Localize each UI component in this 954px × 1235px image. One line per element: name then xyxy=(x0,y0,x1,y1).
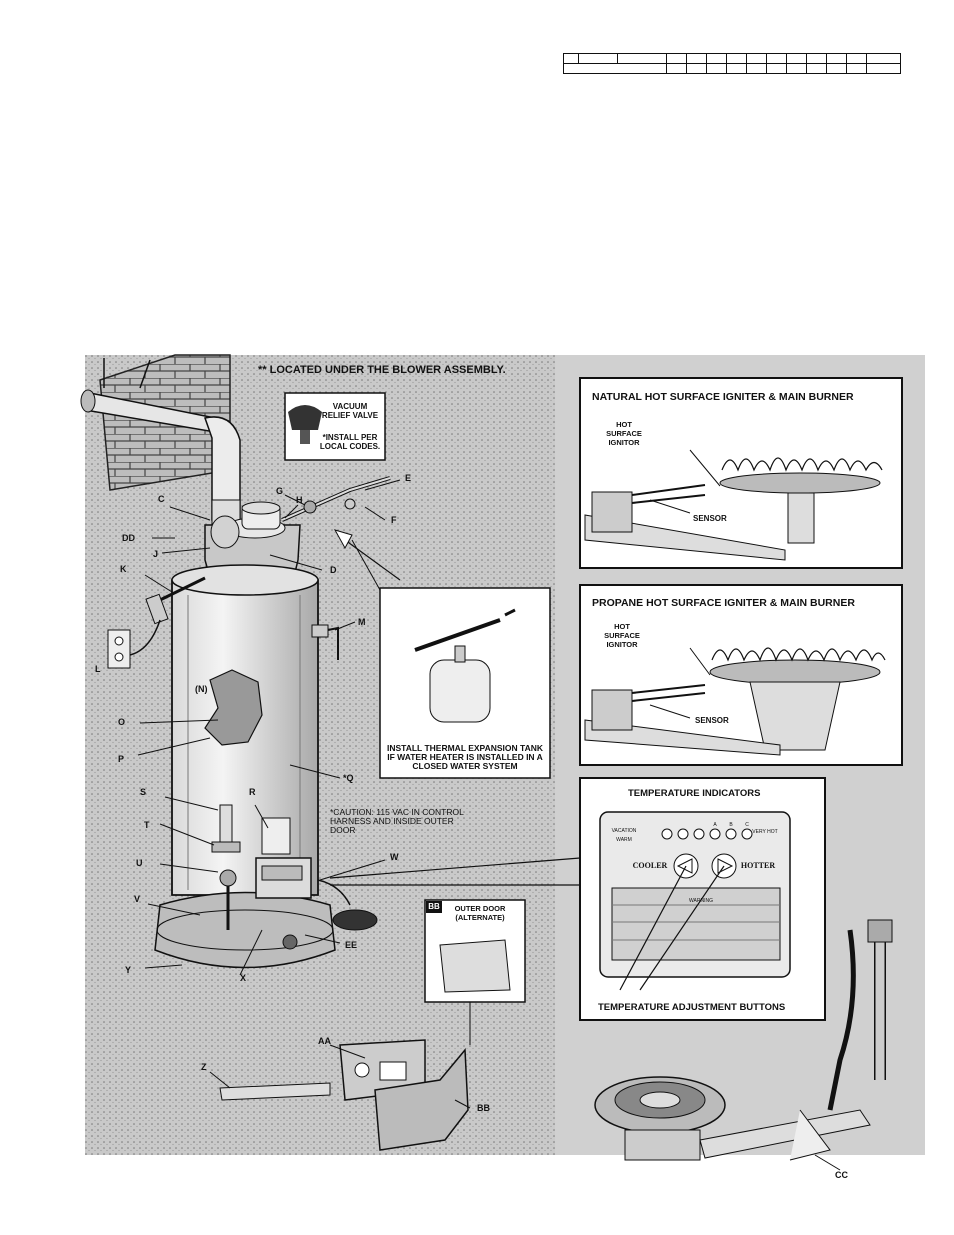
vacuum-relief-label: VACUUM RELIEF VALVE xyxy=(321,402,379,420)
callout-bb: BB xyxy=(477,1103,490,1113)
callout-e: E xyxy=(405,473,412,483)
gas-control-assembly xyxy=(211,804,378,950)
temp-adjust-title: TEMPERATURE ADJUSTMENT BUTTONS xyxy=(598,1002,786,1013)
callout-o: O xyxy=(118,717,126,727)
indicator-c-label: C xyxy=(745,822,749,828)
blower-note: ** LOCATED UNDER THE BLOWER ASSEMBLY. xyxy=(258,364,506,376)
electrical-outlet xyxy=(107,619,161,669)
expansion-tank-inset xyxy=(333,529,551,779)
callout-z: Z xyxy=(201,1062,207,1072)
control-panel-box xyxy=(329,777,826,1021)
relief-valve-piping xyxy=(145,476,391,625)
callout-dd: DD xyxy=(122,533,135,543)
callout-f: F xyxy=(391,515,397,525)
callout-x: X xyxy=(240,973,247,983)
callout-r: R xyxy=(249,787,256,797)
header-table xyxy=(563,53,901,74)
warm-label: WARM xyxy=(616,837,632,843)
hotter-button-label: HOTTER xyxy=(740,861,776,870)
outer-door-parts xyxy=(219,1039,469,1151)
burner-assembly xyxy=(594,919,893,1161)
indicator-a-label: A xyxy=(713,822,717,828)
callout-u: U xyxy=(136,858,143,868)
indicator-b-label: B xyxy=(729,822,733,828)
callout-p: P xyxy=(118,754,125,764)
natural-ignitor-label: HOT SURFACE IGNITOR xyxy=(606,420,642,447)
callout-cc: CC xyxy=(835,1170,848,1180)
callout-aa: AA xyxy=(318,1036,331,1046)
water-heater-tank xyxy=(154,564,336,969)
temp-indicators-title: TEMPERATURE INDICATORS xyxy=(628,788,761,799)
callout-h: H xyxy=(296,495,303,505)
callout-leaders xyxy=(137,449,841,1171)
expansion-tank-note: INSTALL THERMAL EXPANSION TANK IF WATER … xyxy=(387,743,543,771)
outer-door-title: OUTER DOOR (ALTERNATE) xyxy=(454,904,506,922)
callout-l: L xyxy=(95,664,101,674)
callout-v: V xyxy=(134,894,141,904)
vacation-label: VACATION xyxy=(611,828,637,834)
callout-s: S xyxy=(140,787,147,797)
callout-j: J xyxy=(153,549,159,559)
tp-valve xyxy=(311,624,339,660)
propane-sensor-label: SENSOR xyxy=(695,716,729,725)
insulation-cutaway xyxy=(204,669,263,746)
callout-t: T xyxy=(144,820,150,830)
natural-sensor-label: SENSOR xyxy=(693,514,727,523)
caution-note: *CAUTION: 115 VAC IN CONTROL HARNESS AND… xyxy=(330,807,464,835)
callout-k: K xyxy=(120,564,127,574)
vacuum-install-label: *INSTALL PER LOCAL CODES. xyxy=(319,433,381,451)
outer-door-tag: BB xyxy=(428,902,440,911)
natural-burner-panel xyxy=(579,377,903,569)
callout-d: D xyxy=(330,565,337,575)
callout-n: (N) xyxy=(195,684,208,694)
vacuum-relief-inset xyxy=(284,392,386,461)
warning-label: WARNING xyxy=(689,898,713,904)
propane-panel-title: PROPANE HOT SURFACE IGNITER & MAIN BURNE… xyxy=(592,597,855,609)
callout-y: Y xyxy=(125,965,132,975)
callout-ee: EE xyxy=(345,940,358,950)
callout-m: M xyxy=(358,617,366,627)
callout-c: C xyxy=(158,494,165,504)
cooler-button-label: COOLER xyxy=(632,861,668,870)
vent-pipe xyxy=(80,358,241,531)
natural-panel-title: NATURAL HOT SURFACE IGNITER & MAIN BURNE… xyxy=(592,391,854,403)
propane-burner-panel xyxy=(579,584,903,766)
callout-g: G xyxy=(276,486,284,496)
outer-door-inset xyxy=(424,899,526,1045)
propane-ignitor-label: HOT SURFACE IGNITOR xyxy=(604,622,640,649)
very-hot-label: VERY HOT xyxy=(752,829,778,835)
callout-w: W xyxy=(390,852,399,862)
callout-q: *Q xyxy=(343,773,354,783)
